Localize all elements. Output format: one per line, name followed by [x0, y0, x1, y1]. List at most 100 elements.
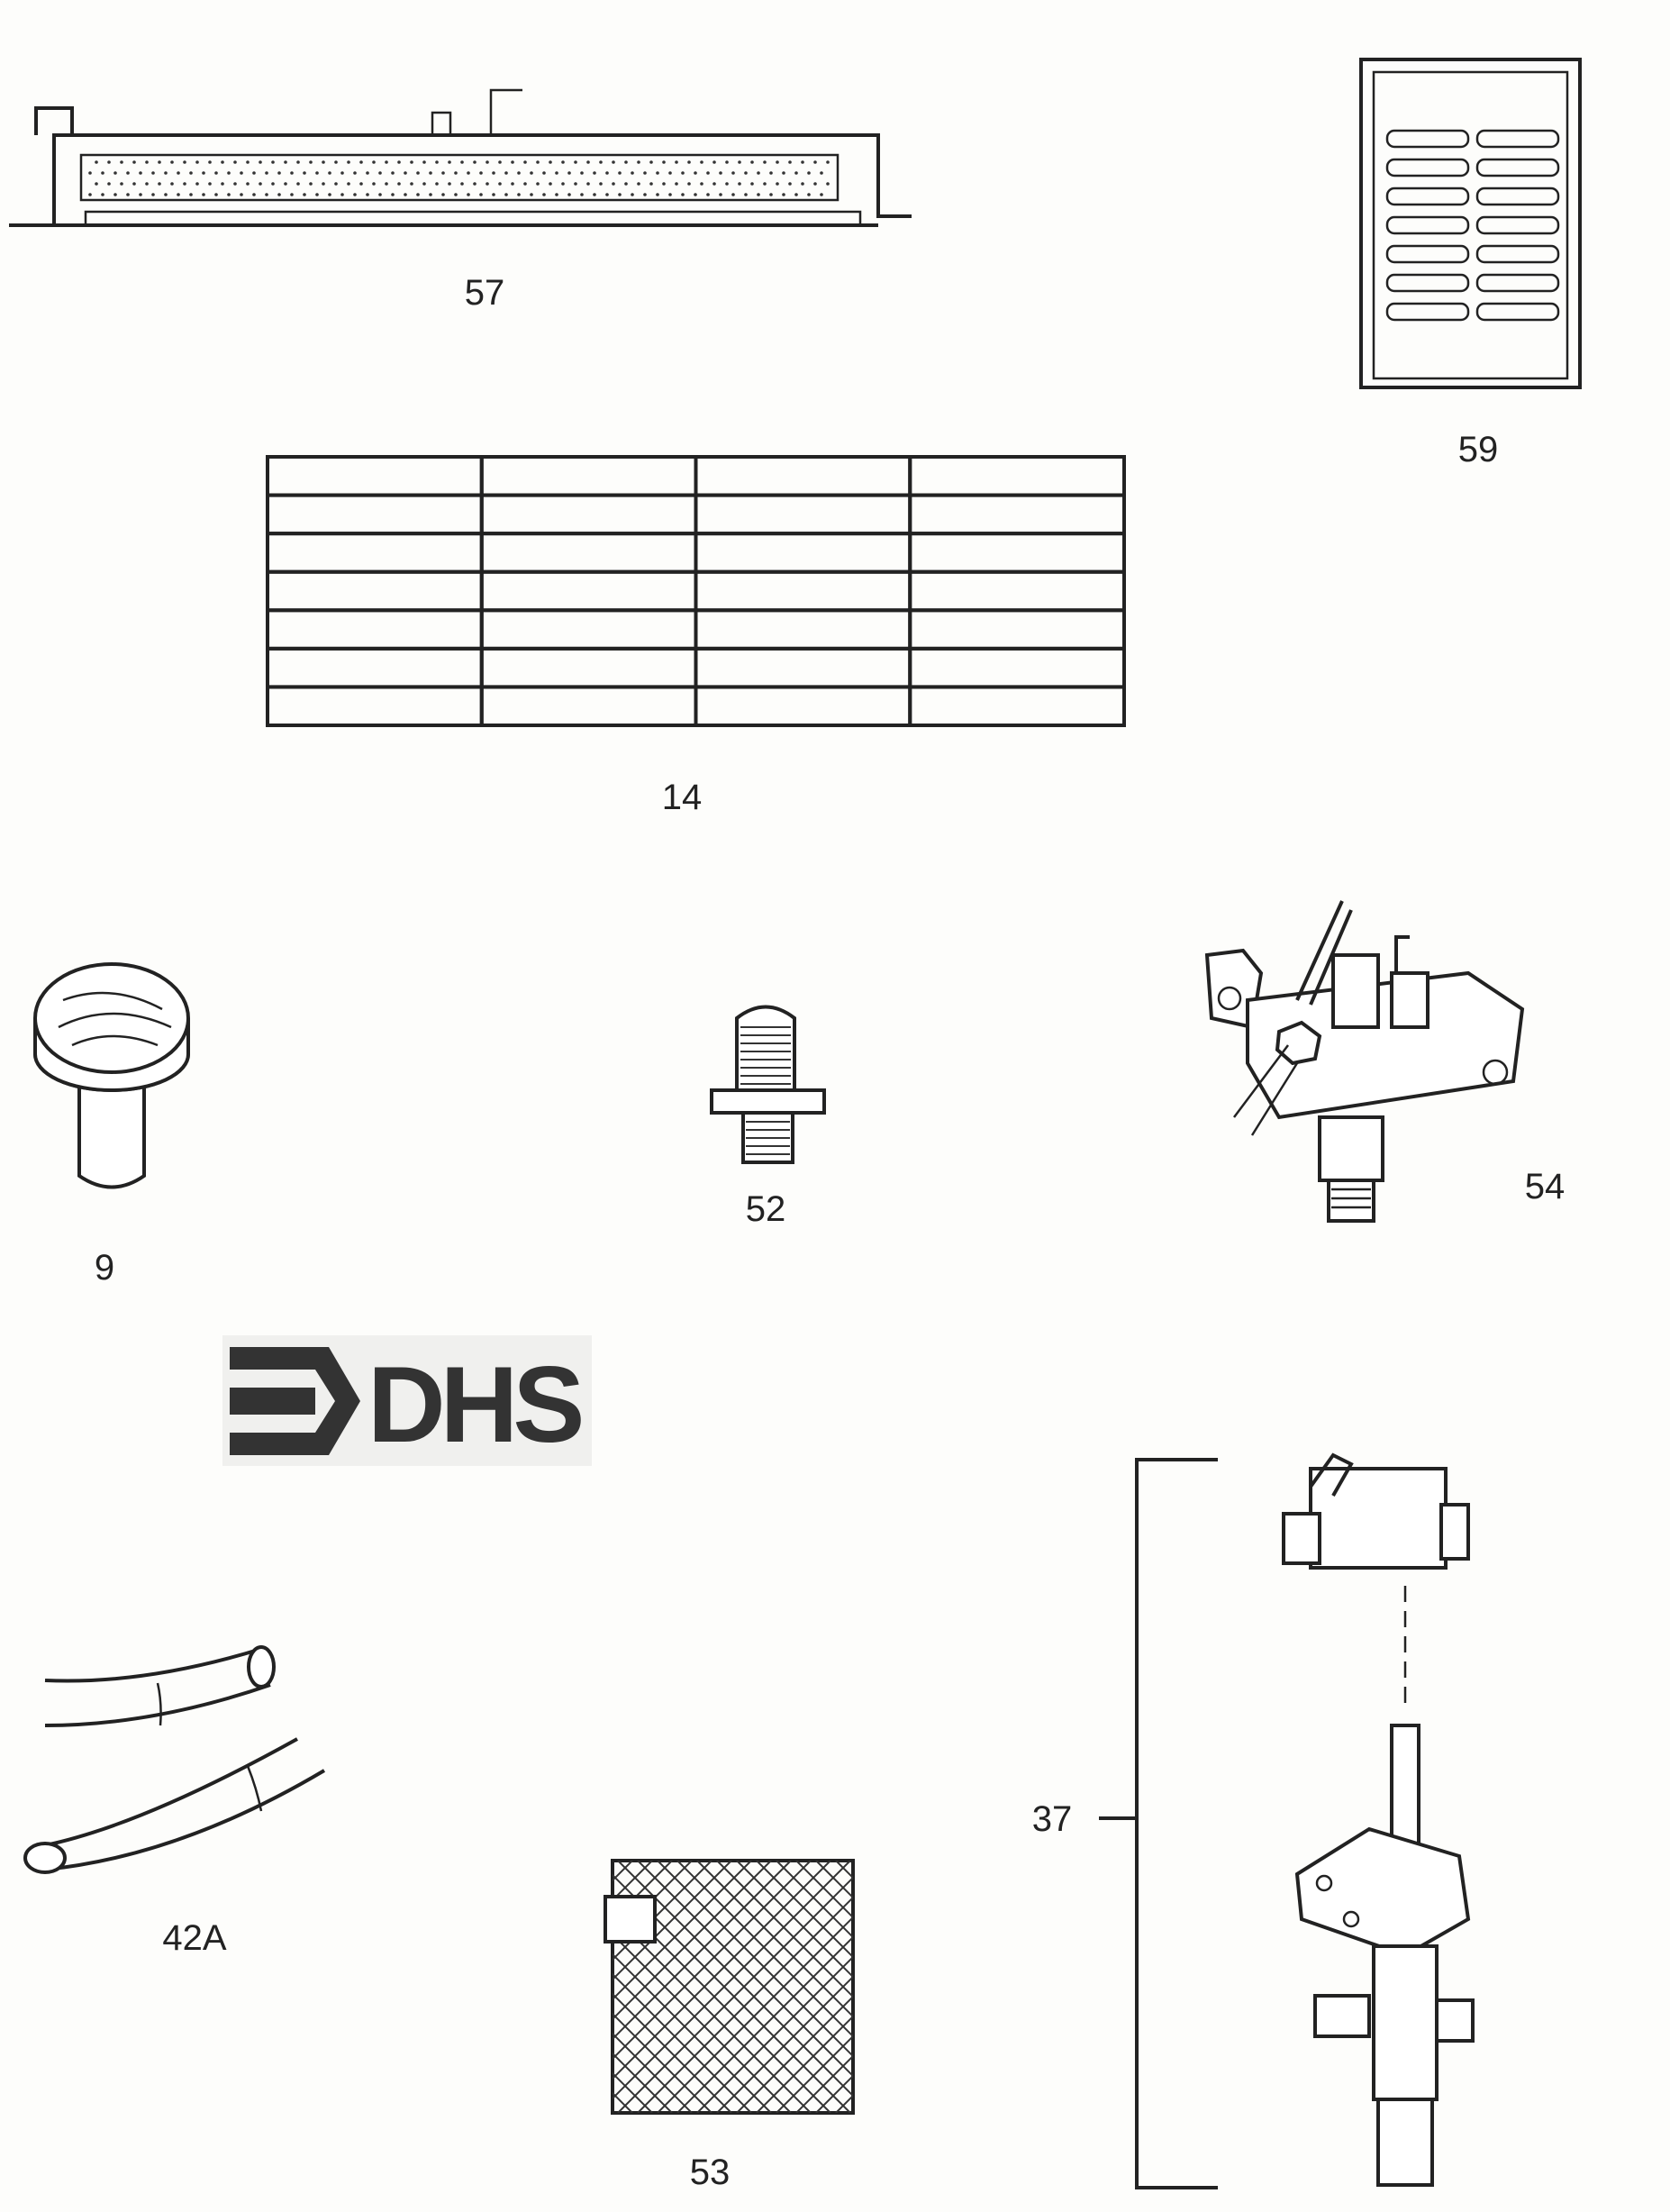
- burner-port: [820, 171, 823, 175]
- burner-port: [593, 193, 596, 196]
- burner-port: [322, 160, 325, 164]
- burner-port: [769, 193, 773, 196]
- grid-cell: [908, 569, 1126, 613]
- burner-port: [145, 160, 149, 164]
- panel-slot: [1475, 158, 1560, 178]
- part-label-9: 9: [95, 1248, 114, 1288]
- burner-port: [725, 182, 729, 186]
- mesh-line: [613, 2052, 673, 2113]
- burner-port: [479, 193, 483, 196]
- burner-port: [296, 182, 300, 186]
- burner-port: [776, 182, 779, 186]
- burner-port: [404, 193, 407, 196]
- burner-port: [700, 160, 703, 164]
- burner-port: [523, 160, 527, 164]
- burner-port: [139, 171, 142, 175]
- mesh-line: [696, 1861, 853, 2018]
- burner-port: [668, 171, 672, 175]
- burner-port: [662, 182, 666, 186]
- burner-port: [788, 160, 792, 164]
- panel-slot: [1475, 187, 1560, 206]
- burner-port: [492, 193, 495, 196]
- burner-port: [744, 171, 748, 175]
- burner-port: [757, 171, 760, 175]
- burner-port: [151, 171, 155, 175]
- panel-slot: [1385, 158, 1470, 178]
- burner-port: [252, 171, 256, 175]
- burner-port: [290, 193, 294, 196]
- burner-port: [530, 171, 533, 175]
- burner-port: [315, 171, 319, 175]
- burner-port: [776, 160, 779, 164]
- burner-port: [164, 171, 168, 175]
- burner-port: [504, 193, 508, 196]
- burner-port: [246, 160, 250, 164]
- burner-port: [479, 171, 483, 175]
- burner-port: [637, 182, 640, 186]
- burner-port: [95, 182, 98, 186]
- burner-port: [385, 182, 388, 186]
- burner-port: [511, 182, 514, 186]
- grid-cell: [479, 685, 698, 728]
- panel-slot: [1475, 302, 1560, 322]
- burner-port: [202, 193, 205, 196]
- burner-port: [706, 171, 710, 175]
- burner-port: [517, 171, 521, 175]
- burner-port: [498, 160, 502, 164]
- burner-port: [574, 182, 577, 186]
- grid-cell: [266, 608, 484, 651]
- burner-port: [681, 193, 685, 196]
- burner-port: [460, 182, 464, 186]
- grid-cell: [266, 685, 484, 728]
- burner-port: [259, 182, 262, 186]
- burner-port: [567, 193, 571, 196]
- burner-port: [334, 182, 338, 186]
- burner-port: [164, 193, 168, 196]
- burner-port: [309, 160, 313, 164]
- burner-port: [397, 182, 401, 186]
- burner-port: [151, 193, 155, 196]
- burner-port: [586, 160, 590, 164]
- mesh-line: [613, 1992, 732, 2113]
- grid-cell: [908, 455, 1126, 497]
- burner-port: [712, 160, 716, 164]
- mesh-line: [736, 1861, 853, 1979]
- burner-port: [694, 193, 697, 196]
- part-label-54: 54: [1525, 1167, 1566, 1206]
- mesh-line: [736, 1995, 853, 2113]
- burner-port: [378, 193, 382, 196]
- burner-port: [334, 160, 338, 164]
- burner-port: [101, 171, 104, 175]
- burner-port: [372, 160, 376, 164]
- burner-port: [290, 171, 294, 175]
- burner-port: [277, 171, 281, 175]
- mesh-line: [776, 2034, 853, 2113]
- panel-slot: [1475, 244, 1560, 264]
- mesh-line: [613, 2091, 633, 2113]
- panel-slot: [1385, 187, 1470, 206]
- burner-port: [586, 182, 590, 186]
- burner-port: [473, 160, 476, 164]
- burner-port: [221, 160, 224, 164]
- burner-port: [460, 160, 464, 164]
- burner-port: [284, 160, 287, 164]
- burner-port: [183, 182, 186, 186]
- part-14-grid: [266, 455, 1126, 728]
- burner-port: [530, 193, 533, 196]
- grid-cell: [479, 569, 698, 613]
- burner-port: [517, 193, 521, 196]
- burner-port: [240, 193, 243, 196]
- burner-port: [170, 160, 174, 164]
- burner-port: [687, 160, 691, 164]
- panel-slot: [1385, 129, 1470, 149]
- burner-port: [391, 193, 395, 196]
- burner-port: [359, 182, 363, 186]
- part-54-pilot-assembly: [1204, 900, 1525, 1223]
- grid-cell: [694, 608, 912, 651]
- burner-port: [637, 160, 640, 164]
- burner-port: [265, 193, 268, 196]
- burner-port: [599, 182, 603, 186]
- burner-port: [712, 182, 716, 186]
- burner-port: [214, 193, 218, 196]
